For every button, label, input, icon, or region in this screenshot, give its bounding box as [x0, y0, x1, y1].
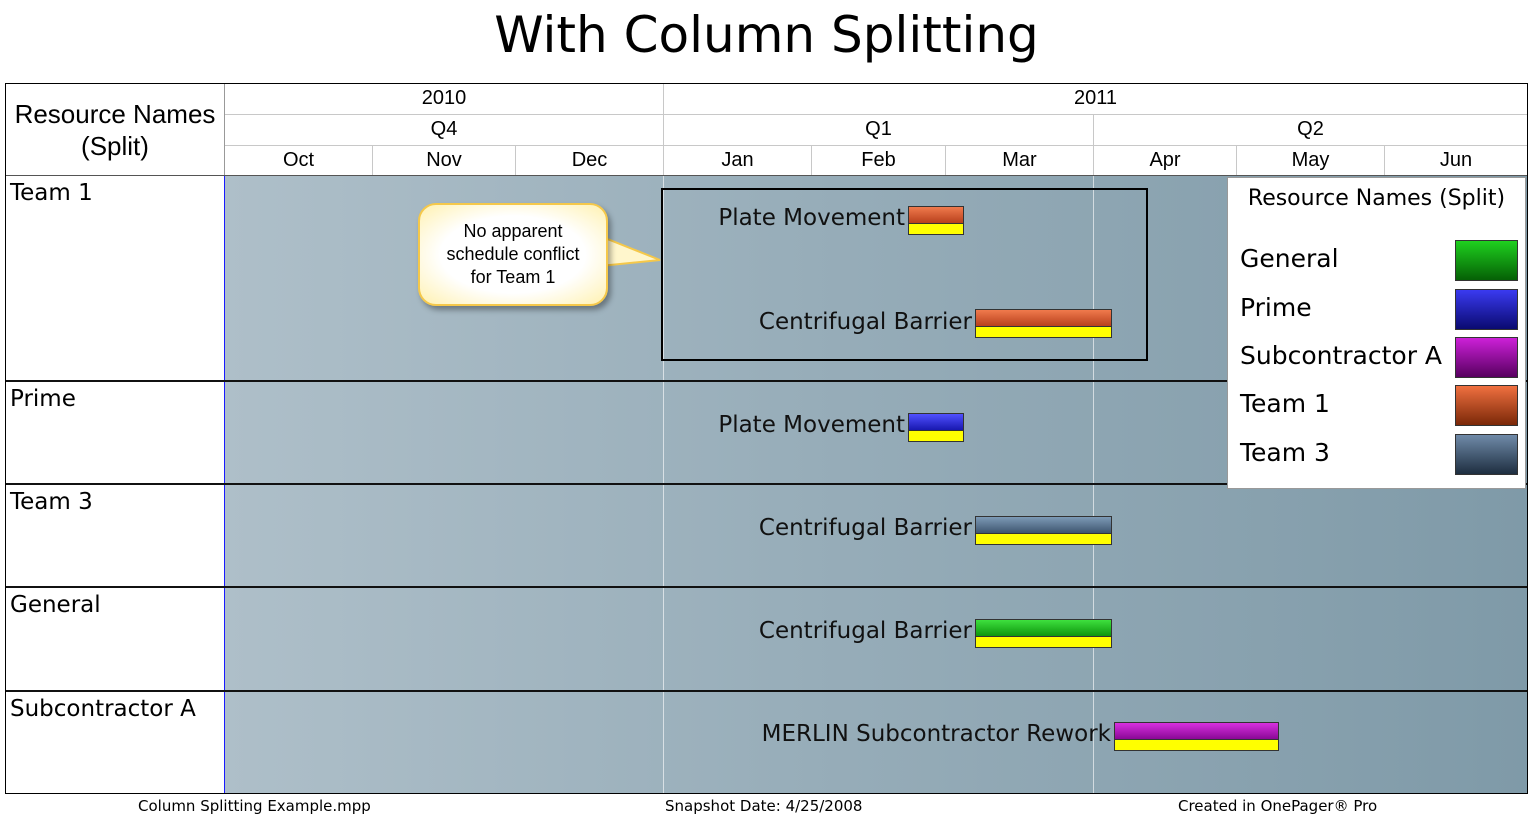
month-nov: Nov [426, 149, 462, 171]
header-divider [811, 145, 812, 176]
row-label-team-3[interactable]: Team 3 [10, 489, 93, 515]
bar-progress [1115, 739, 1278, 750]
callout-text: No apparent [463, 221, 563, 241]
task-bar[interactable] [975, 309, 1112, 338]
header-divider [663, 84, 664, 176]
month-mar: Mar [1002, 149, 1037, 171]
month-feb: Feb [861, 149, 896, 171]
legend-swatch-general [1455, 240, 1518, 281]
month-may: May [1291, 149, 1330, 171]
row-separator [6, 380, 1527, 382]
legend-swatch-subcontractor-a [1455, 337, 1518, 378]
month-apr: Apr [1149, 149, 1181, 171]
legend-label-prime: Prime [1240, 293, 1312, 322]
quarter-q1: Q1 [865, 118, 892, 140]
legend-label-general: General [1240, 244, 1339, 273]
header-divider [945, 145, 946, 176]
row-label-prime[interactable]: Prime [10, 386, 76, 412]
task-bar[interactable] [975, 619, 1112, 648]
header-divider [225, 114, 1527, 115]
bar-fill [909, 414, 963, 431]
task-label[interactable]: Plate Movement [718, 412, 905, 438]
row-label-subcontractor-a[interactable]: Subcontractor A [10, 696, 196, 722]
task-label[interactable]: Plate Movement [718, 205, 905, 231]
legend-swatch-team-3 [1455, 434, 1518, 475]
header-bottom-border [6, 175, 1527, 176]
legend-swatch-team-1 [1455, 385, 1518, 426]
year-2010: 2010 [421, 87, 467, 109]
bar-fill [976, 310, 1111, 327]
task-bar[interactable] [908, 206, 964, 235]
footer-filename: Column Splitting Example.mpp [138, 797, 371, 815]
row-label-team-1[interactable]: Team 1 [10, 180, 93, 206]
row-label-general[interactable]: General [10, 592, 101, 618]
chart-frame [5, 83, 1528, 794]
callout-text: schedule conflict [446, 244, 580, 264]
year-2011: 2011 [1073, 87, 1117, 109]
quarter-q2: Q2 [1297, 118, 1324, 140]
task-label[interactable]: Centrifugal Barrier [758, 515, 972, 541]
month-dec: Dec [571, 149, 608, 171]
conflict-highlight-box [661, 188, 1148, 361]
task-bar[interactable] [908, 413, 964, 442]
bar-progress [909, 223, 963, 234]
legend-label-team-3: Team 3 [1240, 438, 1330, 467]
legend-title: Resource Names (Split) [1247, 186, 1506, 211]
footer-snapshot-date: Snapshot Date: 4/25/2008 [665, 797, 863, 815]
legend-label-subcontractor-a: Subcontractor A [1240, 341, 1443, 370]
header-divider [1093, 114, 1094, 176]
bar-progress [909, 430, 963, 441]
row-separator [6, 690, 1527, 692]
header-divider [372, 145, 373, 176]
month-oct: Oct [282, 149, 315, 171]
header-divider [225, 145, 1527, 146]
task-label[interactable]: Centrifugal Barrier [758, 309, 972, 335]
callout-note[interactable]: No apparent schedule conflict for Team 1 [418, 203, 608, 306]
bar-progress [976, 326, 1111, 337]
bar-fill [976, 620, 1111, 637]
month-jan: Jan [721, 149, 754, 171]
task-bar[interactable] [1114, 722, 1279, 751]
bar-progress [976, 636, 1111, 647]
legend-label-team-1: Team 1 [1240, 389, 1330, 418]
quarter-q4: Q4 [430, 118, 458, 140]
bar-fill [976, 517, 1111, 534]
task-bar[interactable] [975, 516, 1112, 545]
row-separator [6, 483, 1527, 485]
legend-swatch-prime [1455, 289, 1518, 330]
header-divider [1236, 145, 1237, 176]
legend: Resource Names (Split) General Prime Sub… [1227, 177, 1526, 489]
task-label[interactable]: Centrifugal Barrier [758, 618, 972, 644]
page-title: With Column Splitting [494, 6, 1039, 64]
bar-fill [909, 207, 963, 224]
bar-fill [1115, 723, 1278, 740]
month-jun: Jun [1439, 149, 1473, 171]
resource-column-header[interactable]: Resource Names (Split) [14, 98, 216, 161]
bar-progress [976, 533, 1111, 544]
footer-created-in: Created in OnePager® Pro [1178, 797, 1378, 815]
task-label[interactable]: MERLIN Subcontractor Rework [761, 721, 1111, 747]
callout-text: for Team 1 [470, 267, 556, 287]
header-divider [224, 84, 225, 176]
callout-pointer [600, 234, 661, 268]
row-separator [6, 586, 1527, 588]
header-divider [1384, 145, 1385, 176]
header-divider [515, 145, 516, 176]
